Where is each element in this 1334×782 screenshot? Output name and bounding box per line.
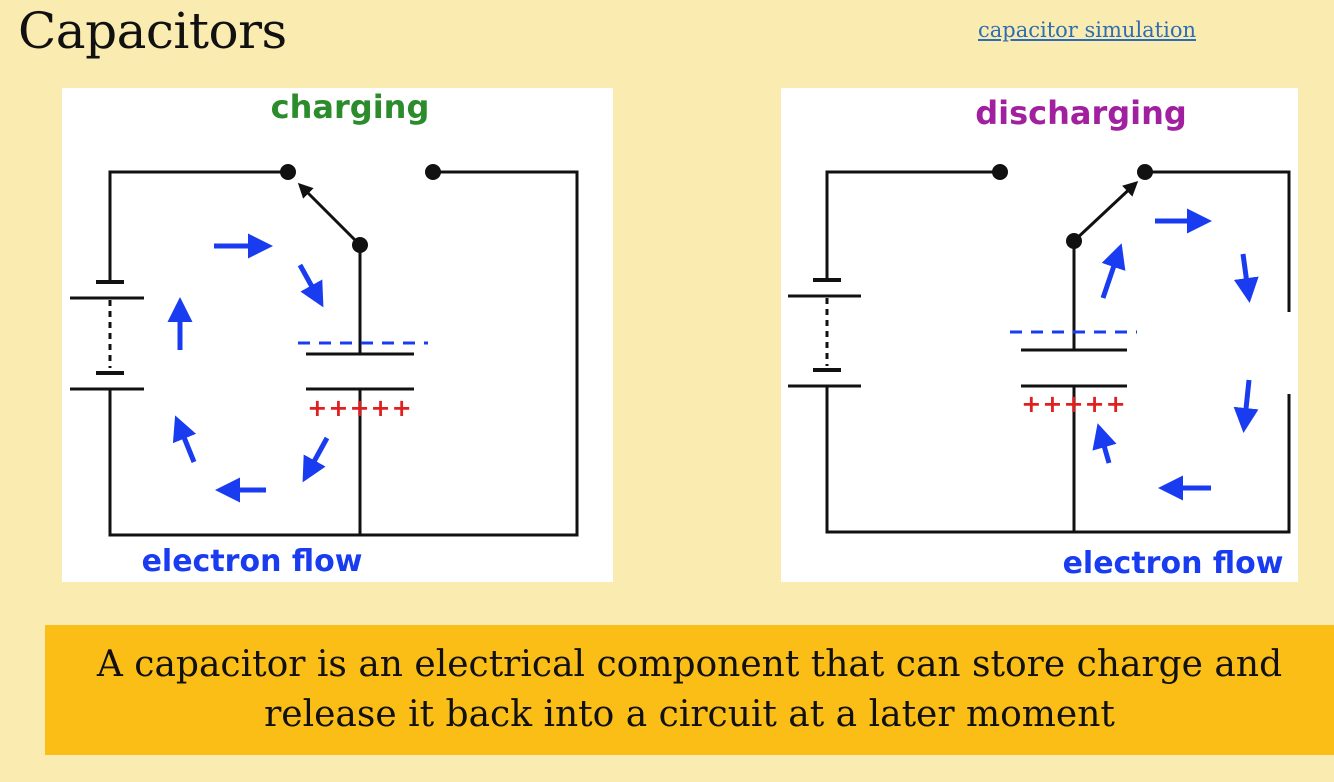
discharging-circuit: discharging +++++ [788,94,1298,581]
flow-arrow-icon [302,436,330,483]
discharging-label: discharging [975,94,1187,132]
flow-arrow-icon [1100,243,1126,299]
battery [70,280,144,391]
caption-text: A capacitor is an electrical component t… [96,644,1283,735]
capacitor-simulation-link[interactable]: capacitor simulation [978,18,1197,42]
charging-diagram: charging +++++ [62,88,613,582]
flow-arrow-icon [297,263,324,308]
circuit-wires [108,170,579,537]
wire-gap [1284,312,1298,394]
definition-caption: A capacitor is an electrical component t… [45,625,1334,755]
positive-charges: +++++ [307,394,413,422]
charging-circuit: charging +++++ [70,88,579,579]
capacitor: +++++ [1010,330,1137,418]
page-title: Capacitors [18,2,287,60]
battery [788,278,861,388]
flow-arrow-icon [1233,379,1259,433]
flow-arrow-icon [172,415,197,463]
electron-flow-arrows [167,233,330,503]
capacitor: +++++ [298,341,428,422]
electron-flow-arrows [1092,208,1259,501]
circuit-wires [825,170,1291,534]
flow-arrow-icon [1092,423,1117,464]
switch-contacts [992,164,1153,249]
discharging-diagram: discharging +++++ [781,88,1298,582]
electron-flow-label: electron flow [1063,546,1284,581]
electron-flow-label: electron flow [142,544,363,579]
switch-contacts [280,164,441,253]
positive-charges: +++++ [1021,390,1127,418]
charging-label: charging [271,88,430,126]
flow-arrow-icon [1233,253,1259,303]
